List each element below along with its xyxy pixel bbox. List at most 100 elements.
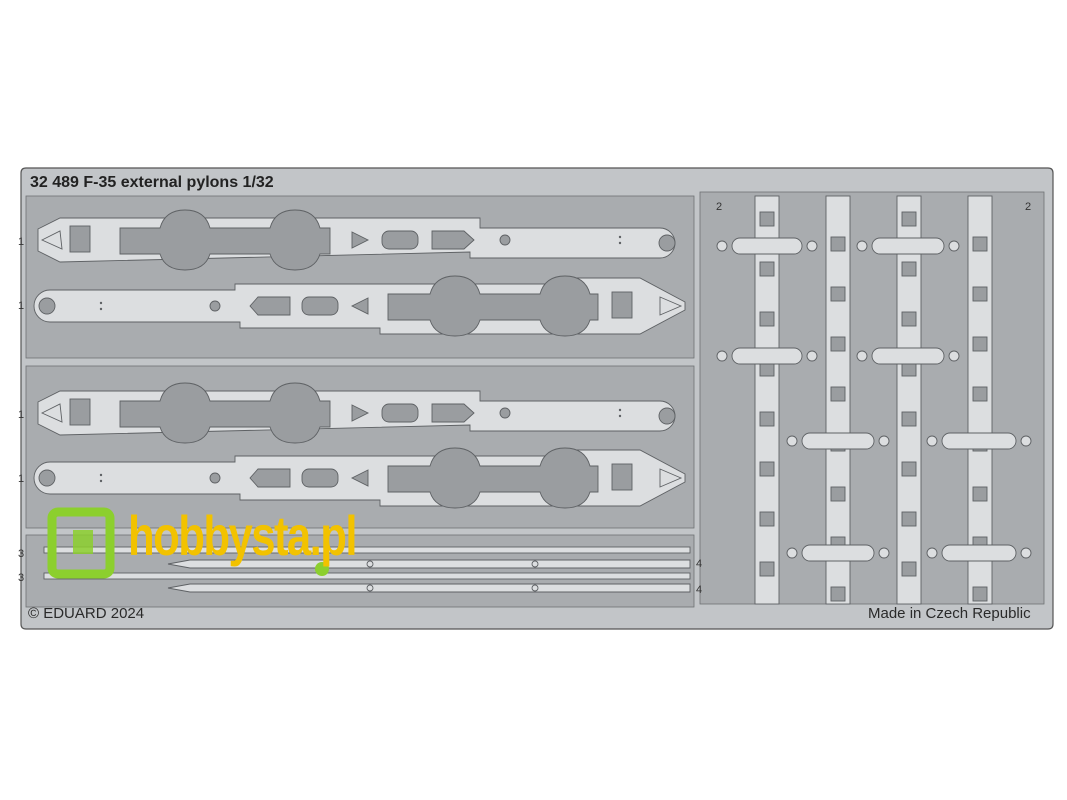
watermark-dot-icon — [315, 562, 329, 576]
bracket-cutout — [901, 211, 917, 227]
triangle-cutout-icon — [351, 231, 370, 249]
crossbar — [941, 544, 1017, 562]
pylon-tip-icon — [659, 296, 683, 316]
part-number-4: 4 — [696, 558, 703, 570]
hole-icon — [926, 547, 938, 559]
thin-strip-part-4 — [167, 583, 691, 593]
bracket-cutout — [972, 286, 988, 302]
hole-icon — [878, 547, 890, 559]
part-number-2: 2 — [716, 201, 723, 213]
pylon-cutout — [431, 403, 475, 423]
triangle-cutout-icon — [351, 404, 370, 422]
bracket-cutout — [972, 336, 988, 352]
pylon-cutout — [119, 382, 331, 444]
pylon-cutout — [301, 468, 339, 488]
hole-icon — [786, 547, 798, 559]
dot-icon — [618, 235, 622, 239]
bracket-cutout — [901, 461, 917, 477]
bracket-cutout — [759, 511, 775, 527]
hole-icon — [1020, 547, 1032, 559]
pylon-cutout — [381, 230, 419, 250]
bracket-cutout — [972, 586, 988, 602]
dot-icon — [99, 479, 103, 483]
part-number-4: 4 — [696, 584, 703, 596]
bracket-cutout — [972, 386, 988, 402]
dot-icon — [99, 307, 103, 311]
crossbar — [941, 432, 1017, 450]
triangle-cutout-icon — [350, 469, 369, 487]
part-number-1: 1 — [18, 300, 25, 312]
thin-strip-part-3 — [43, 546, 691, 554]
part-number-1: 1 — [18, 409, 25, 421]
thin-strip-part-3 — [43, 572, 691, 580]
pylon-cutout — [431, 230, 475, 250]
pylon-tip-icon — [659, 468, 683, 488]
hole-icon — [209, 300, 221, 312]
pylon-cutout — [69, 225, 91, 253]
bracket-cutout — [830, 586, 846, 602]
dot-icon — [99, 301, 103, 305]
bracket-cutout — [901, 311, 917, 327]
bracket-cutout — [830, 236, 846, 252]
bracket-cutout — [972, 486, 988, 502]
hole-icon — [658, 234, 676, 252]
hole-icon — [366, 584, 374, 592]
hole-icon — [856, 350, 868, 362]
dot-icon — [618, 408, 622, 412]
hole-icon — [716, 350, 728, 362]
bracket-cutout — [759, 561, 775, 577]
hole-icon — [716, 240, 728, 252]
dot-icon — [618, 414, 622, 418]
hole-icon — [806, 240, 818, 252]
hole-icon — [948, 240, 960, 252]
pylon-cutout — [611, 291, 633, 319]
hole-icon — [856, 240, 868, 252]
hole-icon — [786, 435, 798, 447]
bracket-cutout — [759, 311, 775, 327]
hole-icon — [209, 472, 221, 484]
crossbar — [731, 237, 803, 255]
part-number-2: 2 — [1025, 201, 1032, 213]
bracket-cutout — [901, 261, 917, 277]
hole-icon — [499, 407, 511, 419]
hole-icon — [948, 350, 960, 362]
pylon-cutout — [381, 403, 419, 423]
hole-icon — [878, 435, 890, 447]
bracket-cutout — [830, 486, 846, 502]
pylon-cutout — [301, 296, 339, 316]
hole-icon — [38, 297, 56, 315]
dot-icon — [618, 241, 622, 245]
pylon-tip-icon — [40, 403, 63, 423]
bracket-strip — [754, 195, 780, 605]
triangle-cutout-icon — [350, 297, 369, 315]
hole-icon — [926, 435, 938, 447]
bracket-strip — [896, 195, 922, 605]
origin-text: Made in Czech Republic — [868, 605, 1031, 622]
bracket-cutout — [759, 261, 775, 277]
part-number-1: 1 — [18, 236, 25, 248]
part-number-1: 1 — [18, 473, 25, 485]
pylon-cutout — [387, 275, 599, 337]
bracket-cutout — [830, 286, 846, 302]
bracket-cutout — [901, 411, 917, 427]
copyright-text: © EDUARD 2024 — [28, 605, 145, 622]
pylon-cutout — [611, 463, 633, 491]
hole-icon — [658, 407, 676, 425]
hole-icon — [499, 234, 511, 246]
crossbar — [731, 347, 803, 365]
hole-icon — [366, 560, 374, 568]
bracket-cutout — [830, 386, 846, 402]
bracket-cutout — [759, 411, 775, 427]
crossbar — [871, 237, 945, 255]
pylon-cutout — [387, 447, 599, 509]
fret-window-bottom — [25, 534, 695, 608]
bracket-cutout — [830, 336, 846, 352]
bracket-cutout — [972, 236, 988, 252]
crossbar — [801, 544, 875, 562]
pylon-cutout — [119, 209, 331, 271]
hole-icon — [38, 469, 56, 487]
pylon-tip-icon — [40, 230, 63, 250]
thin-strip-part-4 — [167, 559, 691, 569]
crossbar — [801, 432, 875, 450]
